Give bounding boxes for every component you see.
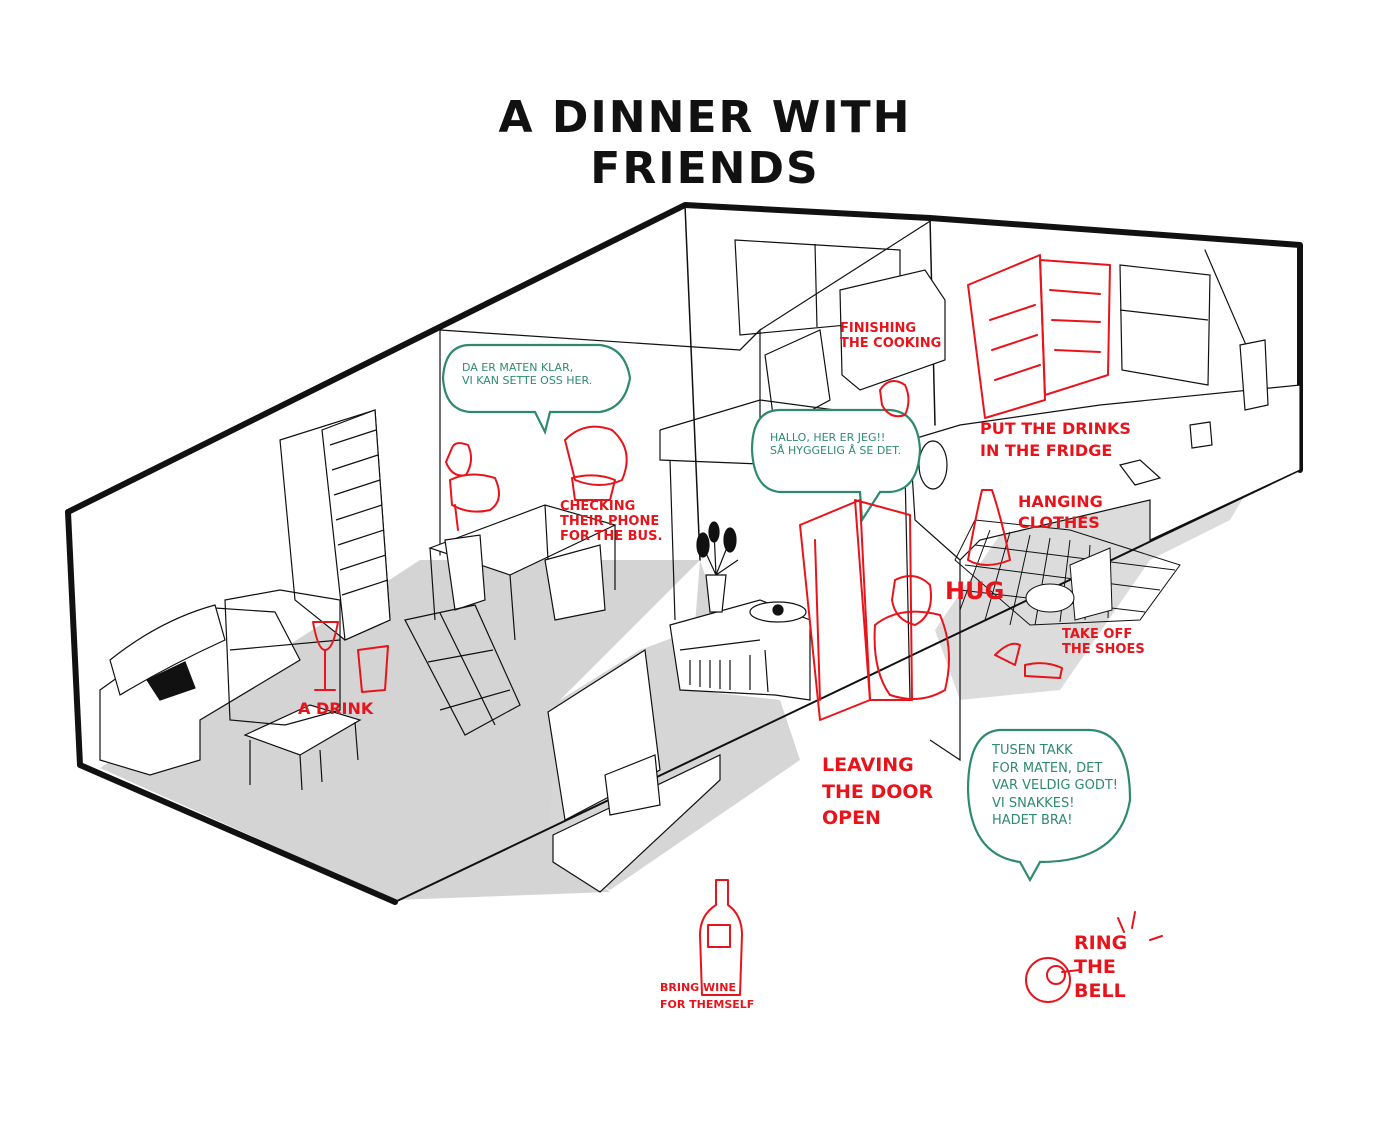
bookcase xyxy=(279,409,391,641)
speech-bubble-dinner-ready xyxy=(441,343,632,436)
label-take-off-shoes: TAKE OFF THE SHOES xyxy=(1062,627,1145,657)
glass-panel xyxy=(404,604,521,736)
plant xyxy=(696,521,739,613)
red-figures xyxy=(312,254,1163,1003)
label-checking-phone: CHECKING THEIR PHONE FOR THE BUS. xyxy=(560,499,663,544)
label-ring-the-bell: RING THE BELL xyxy=(1074,932,1128,1002)
record-shelf xyxy=(669,599,811,701)
label-a-drink: A DRINK xyxy=(298,699,374,718)
speech-bubble-goodbye xyxy=(966,728,1132,883)
coffee-table xyxy=(243,704,362,791)
speech-text-dinner-ready: DA ER MATEN KLAR, VI KAN SETTE OSS HER. xyxy=(462,361,593,387)
speech-bubble-shapes xyxy=(441,343,1132,883)
dining-set xyxy=(428,504,617,641)
label-drinks-fridge: PUT THE DRINKS IN THE FRIDGE xyxy=(980,419,1131,461)
speech-bubble-hello xyxy=(750,408,922,524)
speech-text-goodbye: TUSEN TAKK FOR MATEN, DET VAR VELDIG GOD… xyxy=(992,743,1118,829)
label-hanging-clothes: HANGING CLOTHES xyxy=(1018,492,1103,532)
page-title: A DINNER WITH FRIENDS xyxy=(498,92,912,194)
label-finishing-cooking: FINISHING THE COOKING xyxy=(840,321,942,351)
sofa xyxy=(99,604,301,776)
kitchen xyxy=(839,269,1301,561)
label-hug: HUG xyxy=(945,577,1005,605)
label-leaving-door-open: LEAVING THE DOOR OPEN xyxy=(822,754,934,830)
tv-unit xyxy=(547,648,721,893)
label-bring-wine: BRING WINE FOR THEMSELF xyxy=(660,981,755,1011)
speech-text-hello: HALLO, HER ER JEG!! SÅ HYGGELIG Å SE DET… xyxy=(770,431,902,457)
side-shelf xyxy=(224,589,341,726)
bathroom xyxy=(954,519,1181,626)
